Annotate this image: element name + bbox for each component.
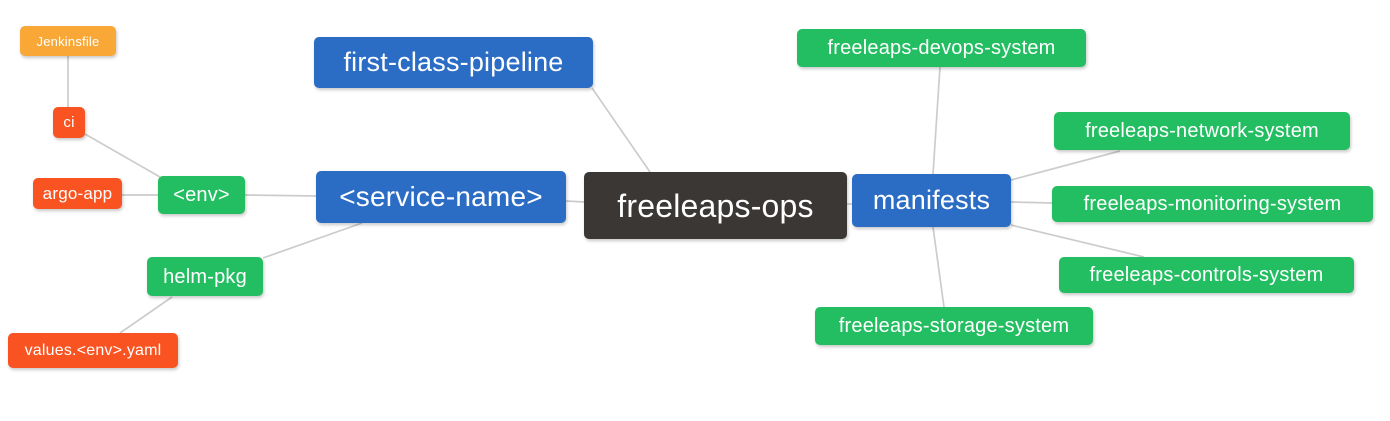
mindmap-node-freeleaps-storage-system[interactable]: freeleaps-storage-system <box>815 307 1093 345</box>
edge-manifests-to-freeleaps-devops-system <box>932 66 941 175</box>
node-label-freeleaps-controls-system: freeleaps-controls-system <box>1089 264 1324 286</box>
mindmap-node-ci[interactable]: ci <box>53 107 85 138</box>
mindmap-node-manifests[interactable]: manifests <box>852 174 1011 227</box>
node-label-jenkinsfile: Jenkinsfile <box>36 33 100 49</box>
mindmap-node-values-env-yaml[interactable]: values.<env>.yaml <box>8 333 178 368</box>
node-label-argo-app: argo-app <box>42 184 113 203</box>
mindmap-node-argo-app[interactable]: argo-app <box>33 178 122 209</box>
node-label-freeleaps-network-system: freeleaps-network-system <box>1085 120 1319 142</box>
mindmap-node-first-class-pipeline[interactable]: first-class-pipeline <box>314 37 593 88</box>
mindmap-node-env[interactable]: <env> <box>158 176 245 214</box>
edge-manifests-to-freeleaps-network-system <box>1010 150 1121 181</box>
node-label-env: <env> <box>173 184 230 206</box>
edge-helm-pkg-to-values-env-yaml <box>119 296 173 334</box>
edge-manifests-to-freeleaps-storage-system <box>932 226 945 308</box>
node-label-freeleaps-storage-system: freeleaps-storage-system <box>838 315 1070 337</box>
mindmap-node-service-name[interactable]: <service-name> <box>316 171 566 223</box>
node-label-service-name: <service-name> <box>339 181 543 212</box>
mindmap-node-freeleaps-network-system[interactable]: freeleaps-network-system <box>1054 112 1350 150</box>
mindmap-node-freeleaps-controls-system[interactable]: freeleaps-controls-system <box>1059 257 1354 293</box>
edge-env-to-service-name <box>244 194 317 197</box>
node-label-helm-pkg: helm-pkg <box>163 265 247 288</box>
edge-ci-to-env <box>84 133 161 178</box>
edge-manifests-to-freeleaps-monitoring-system <box>1010 201 1053 204</box>
edge-manifests-to-freeleaps-controls-system <box>1010 224 1145 258</box>
mindmap-node-freeleaps-ops[interactable]: freeleaps-ops <box>584 172 847 239</box>
edge-service-name-to-freeleaps-ops <box>565 200 585 203</box>
node-label-freeleaps-ops: freeleaps-ops <box>617 187 814 224</box>
node-label-values-env-yaml: values.<env>.yaml <box>24 341 162 359</box>
mindmap-node-freeleaps-devops-system[interactable]: freeleaps-devops-system <box>797 29 1086 67</box>
edge-first-class-pipeline-to-freeleaps-ops <box>591 87 651 173</box>
node-label-ci: ci <box>63 114 75 131</box>
node-label-freeleaps-devops-system: freeleaps-devops-system <box>827 37 1056 59</box>
node-label-first-class-pipeline: first-class-pipeline <box>343 47 564 77</box>
mindmap-node-freeleaps-monitoring-system[interactable]: freeleaps-monitoring-system <box>1052 186 1373 222</box>
mindmap-node-helm-pkg[interactable]: helm-pkg <box>147 257 263 296</box>
mindmap-node-jenkinsfile[interactable]: Jenkinsfile <box>20 26 116 56</box>
node-label-freeleaps-monitoring-system: freeleaps-monitoring-system <box>1083 193 1342 215</box>
node-label-manifests: manifests <box>872 185 991 215</box>
edge-helm-pkg-to-service-name <box>262 222 363 259</box>
